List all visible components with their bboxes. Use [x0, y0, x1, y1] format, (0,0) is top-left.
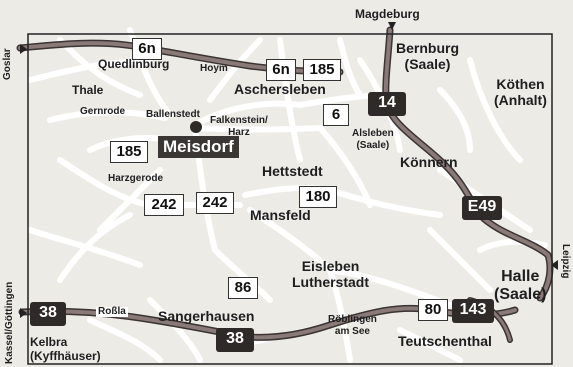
label-eisleben: Eisleben Lutherstadt: [292, 258, 369, 290]
arrow-north-icon: [388, 22, 396, 30]
label-leipzig: Leipzig: [560, 244, 571, 279]
label-koethen: Köthen (Anhalt): [494, 76, 547, 108]
motorway-shield-143: 143: [452, 299, 494, 323]
label-mansfeld: Mansfeld: [250, 207, 311, 223]
label-bernburg: Bernburg (Saale): [396, 40, 459, 72]
label-magdeburg: Magdeburg: [355, 7, 420, 21]
label-roeblingen: Röblingen am See: [328, 314, 377, 337]
label-gernrode: Gernrode: [80, 106, 126, 117]
label-hoym: Hoym: [200, 63, 228, 74]
label-rossla: Roßla: [96, 306, 128, 317]
arrow-west-icon: [20, 44, 27, 54]
motorway-shield-38-left: 38: [30, 302, 66, 326]
road-shield-6n-top: 6n: [132, 38, 162, 60]
road-shield-185-left: 185: [110, 141, 148, 163]
road-shield-185-top: 185: [303, 59, 341, 81]
label-alsleben: Alsleben (Saale): [352, 128, 394, 151]
road-shield-242-a: 242: [144, 194, 184, 216]
arrow-southwest-icon: [20, 308, 27, 318]
motorway-shield-14: 14: [368, 92, 406, 116]
meisdorf-dot: [190, 121, 202, 133]
label-koennern: Könnern: [400, 154, 458, 170]
label-halle: Halle (Saale): [494, 268, 547, 303]
label-meisdorf: Meisdorf: [158, 136, 239, 158]
label-goslar: Goslar: [2, 48, 13, 80]
road-shield-80: 80: [418, 299, 448, 321]
label-quedlinburg: Quedlinburg: [98, 57, 170, 71]
map-frame: [27, 33, 553, 365]
road-shield-86: 86: [228, 277, 258, 299]
label-ballenstedt: Ballenstedt: [146, 109, 200, 120]
label-teutschenthal: Teutschenthal: [398, 333, 492, 349]
road-shield-180: 180: [299, 186, 337, 208]
label-harzgerode: Harzgerode: [108, 173, 164, 184]
arrow-east-icon: [551, 260, 558, 270]
label-sangerhausen: Sangerhausen: [158, 308, 255, 324]
road-shield-6n-mid: 6n: [266, 59, 296, 81]
label-thale: Thale: [72, 83, 104, 97]
road-shield-6: 6: [323, 104, 349, 126]
label-kassel-goettingen: Kassel/Göttingen: [4, 281, 15, 364]
label-kelbra: Kelbra (Kyffhäuser): [30, 335, 101, 363]
label-aschersleben: Aschersleben: [234, 81, 326, 97]
motorway-shield-38-bottom: 38: [216, 328, 254, 352]
label-falkenstein: Falkenstein/ Harz: [210, 115, 268, 138]
label-hettstedt: Hettstedt: [262, 163, 323, 179]
road-shield-242-b: 242: [196, 192, 234, 214]
motorway-shield-e49: E49: [462, 196, 502, 220]
